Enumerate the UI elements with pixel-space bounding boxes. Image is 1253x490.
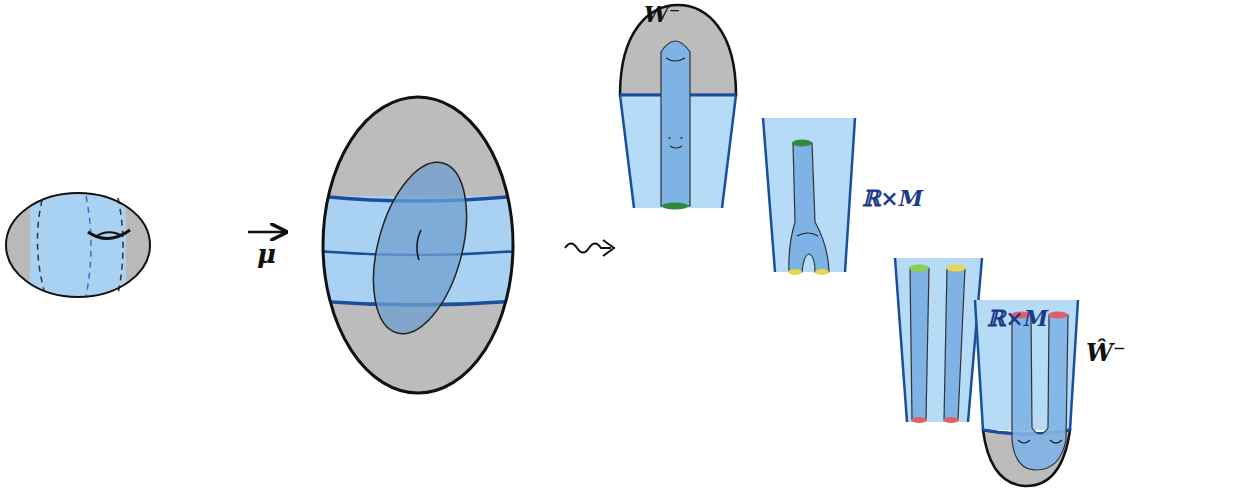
piece-label: W⁻ [644, 2, 680, 26]
piece-label: Ŵ⁻ [1086, 340, 1126, 366]
torus [6, 190, 150, 300]
cap-piece [975, 300, 1078, 486]
cap-piece [620, 5, 736, 210]
piece-label: ℝ×M [862, 186, 923, 210]
piece-label: ℝ×M [987, 306, 1048, 330]
moment-image [318, 97, 520, 393]
map-label: μ [257, 240, 276, 269]
map-arrow [248, 231, 284, 234]
cylinder-piece [895, 258, 982, 423]
pants-piece [763, 118, 855, 275]
squiggle-arrow [565, 244, 611, 253]
